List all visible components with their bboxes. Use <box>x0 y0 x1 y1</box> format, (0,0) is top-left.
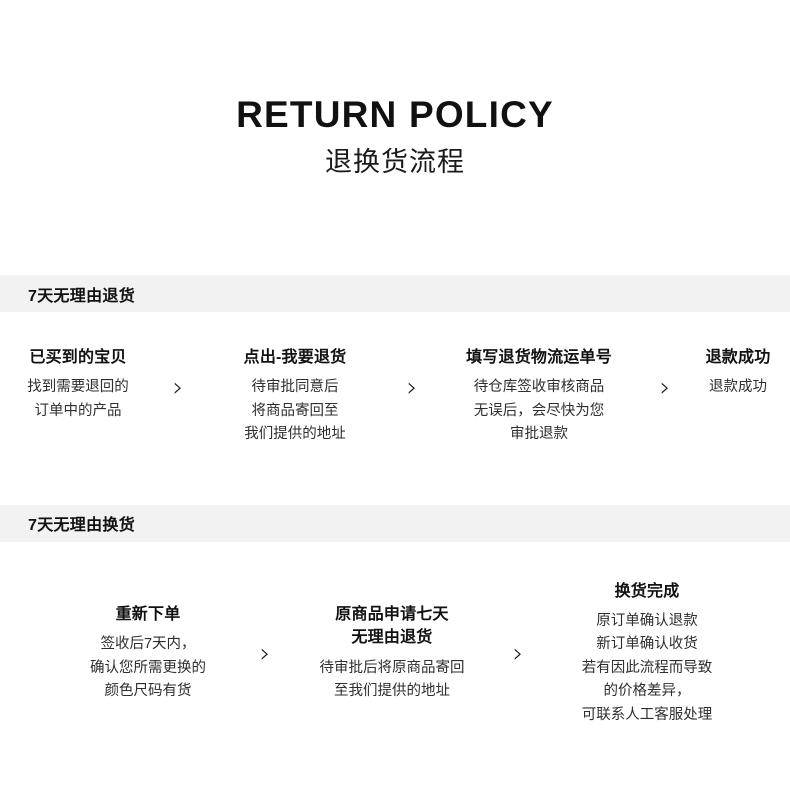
section-spacer <box>0 447 790 505</box>
return-step-3-description: 待仓库签收审核商品 无误后，会尽快为您 审批退款 <box>473 379 605 443</box>
return-step-1: 已买到的宝贝 找到需要退回的 订单中的产品 <box>0 346 156 423</box>
return-step-1-title: 已买到的宝贝 <box>29 349 127 366</box>
return-step-4-description: 退款成功 <box>709 379 767 396</box>
section-header-exchange: 7天无理由换货 <box>0 504 790 542</box>
page-header: RETURN POLICY 退换货流程 <box>0 0 790 176</box>
chevron-right-icon: › <box>512 637 524 669</box>
chevron-right-icon: › <box>172 372 184 403</box>
exchange-step-1: 重新下单 签收后7天内， 确认您所需更换的 颜色尺码有货 <box>55 603 241 704</box>
return-step-1-description: 找到需要退回的 订单中的产品 <box>27 379 129 419</box>
section-header-return-label: 7天无理由退货 <box>28 287 135 305</box>
page-title-chinese: 退换货流程 <box>325 147 465 177</box>
return-step-3: 填写退货物流运单号 待仓库签收审核商品 无误后，会尽快为您 审批退款 <box>434 346 644 447</box>
chevron-right-icon: › <box>659 372 671 403</box>
exchange-step-1-description: 签收后7天内， 确认您所需更换的 颜色尺码有货 <box>90 636 206 700</box>
section-header-exchange-label: 7天无理由换货 <box>28 517 135 535</box>
exchange-step-3-description: 原订单确认退款 新订单确认收货 若有因此流程而导致 的价格差异， 可联系人工客服… <box>581 612 713 723</box>
return-step-2-description: 待审批同意后 将商品寄回至 我们提供的地址 <box>244 379 346 443</box>
return-step-2-title: 点出-我要退货 <box>243 349 347 366</box>
exchange-step-2-description: 待审批后将原商品寄回 至我们提供的地址 <box>319 659 465 700</box>
page-title-english: RETURN POLICY <box>236 94 554 135</box>
exchange-step-2-title: 原商品申请七天 无理由退货 <box>335 606 449 647</box>
return-flow-row: 已买到的宝贝 找到需要退回的 订单中的产品 › 点出-我要退货 待审批同意后 将… <box>0 312 790 447</box>
section-header-return: 7天无理由退货 <box>0 275 790 312</box>
exchange-step-3: 换货完成 原订单确认退款 新订单确认收货 若有因此流程而导致 的价格差异， 可联… <box>541 580 753 728</box>
return-step-4: 退款成功 退款成功 <box>686 346 790 400</box>
exchange-step-2: 原商品申请七天 无理由退货 待审批后将原商品寄回 至我们提供的地址 <box>289 603 495 703</box>
exchange-step-1-title: 重新下单 <box>115 606 181 624</box>
chevron-right-icon: › <box>259 637 271 669</box>
exchange-step-3-title: 换货完成 <box>614 582 680 600</box>
return-step-3-title: 填写退货物流运单号 <box>466 349 612 366</box>
return-step-4-title: 退款成功 <box>705 349 771 366</box>
return-step-2: 点出-我要退货 待审批同意后 将商品寄回至 我们提供的地址 <box>200 346 390 447</box>
chevron-right-icon: › <box>406 372 418 403</box>
exchange-flow-row: 重新下单 签收后7天内， 确认您所需更换的 颜色尺码有货 › 原商品申请七天 无… <box>0 542 790 728</box>
